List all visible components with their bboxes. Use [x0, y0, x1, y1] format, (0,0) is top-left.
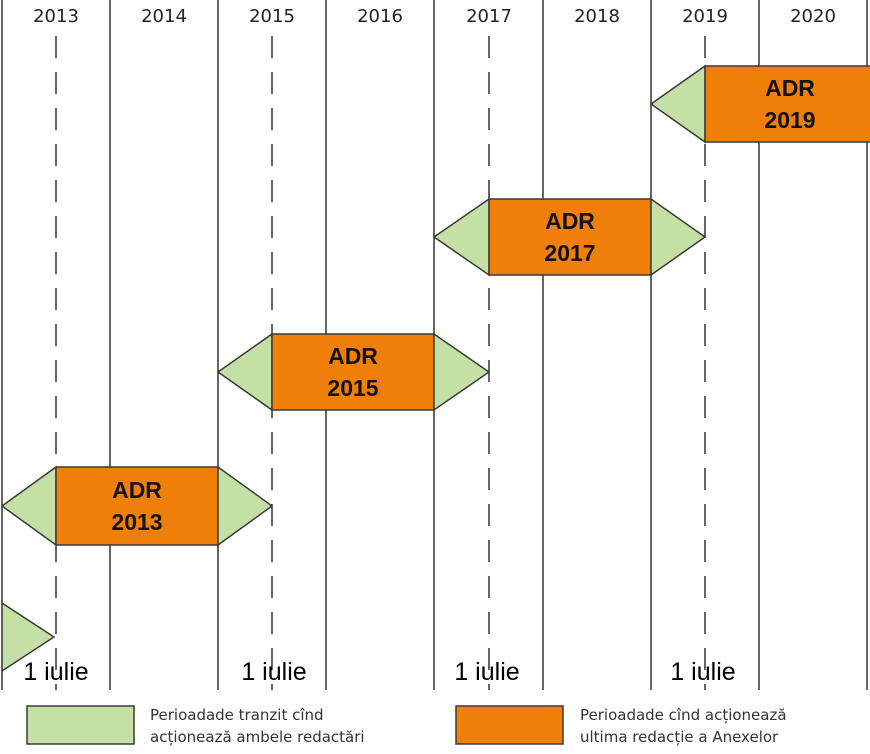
adr-2019-transit-start	[649, 64, 706, 144]
legend-active-line1: Perioadade cînd acționează	[580, 706, 787, 724]
july-label: 1 iulie	[670, 658, 735, 686]
july-label: 1 iulie	[241, 658, 306, 686]
year-label: 2016	[357, 6, 403, 27]
legend-transit-line2: acționează ambele redactări	[150, 728, 365, 746]
year-label: 2013	[33, 6, 79, 27]
adr-2017-block	[432, 197, 707, 277]
previous-edition-transit-end	[1, 601, 56, 673]
year-label: 2018	[574, 6, 620, 27]
adr-2017-transit-start	[432, 197, 490, 277]
adr-2013-label-line1: ADR	[112, 477, 162, 503]
july-dashed-lines	[55, 36, 706, 690]
adr-2019-block	[649, 64, 870, 144]
year-label: 2014	[141, 6, 187, 27]
july-label: 1 iulie	[454, 658, 519, 686]
legend-active-swatch	[455, 705, 564, 745]
legend-active-line2: ultima redacție a Anexelor	[580, 728, 779, 746]
year-labels: 2013 2014 2015 2016 2017 2018 2019 2020	[33, 6, 836, 27]
adr-2019-label-line2: 2019	[764, 107, 815, 133]
adr-2013-label-line2: 2013	[111, 509, 162, 535]
adr-2013-transit-start	[0, 465, 57, 547]
july-labels: 1 iulie 1 iulie 1 iulie 1 iulie	[23, 658, 735, 686]
legend-transit-swatch	[26, 705, 135, 745]
adr-2015-label-line1: ADR	[328, 343, 378, 369]
adr-2015-label-line2: 2015	[327, 375, 378, 401]
adr-2017-active-period	[488, 198, 652, 276]
adr-2015-transit-end	[433, 332, 491, 412]
adr-2013-active-period	[55, 466, 219, 546]
adr-2015-block	[216, 332, 491, 412]
adr-2019-label-line1: ADR	[765, 75, 815, 101]
year-label: 2020	[790, 6, 836, 27]
year-label: 2019	[682, 6, 728, 27]
adr-2015-active-period	[271, 333, 435, 411]
july-label: 1 iulie	[23, 658, 88, 686]
adr-2015-transit-start	[216, 332, 273, 412]
legend: Perioadade tranzit cînd acționează ambel…	[26, 705, 787, 746]
adr-2017-transit-end	[650, 197, 707, 277]
year-label: 2017	[466, 6, 512, 27]
year-label: 2015	[249, 6, 295, 27]
legend-transit-line1: Perioadade tranzit cînd	[150, 706, 324, 724]
adr-2017-label-line2: 2017	[544, 240, 595, 266]
adr-2013-transit-end	[217, 465, 274, 547]
adr-2019-active-period	[704, 65, 870, 143]
adr-2013-block	[0, 465, 274, 547]
adr-2017-label-line1: ADR	[545, 208, 595, 234]
